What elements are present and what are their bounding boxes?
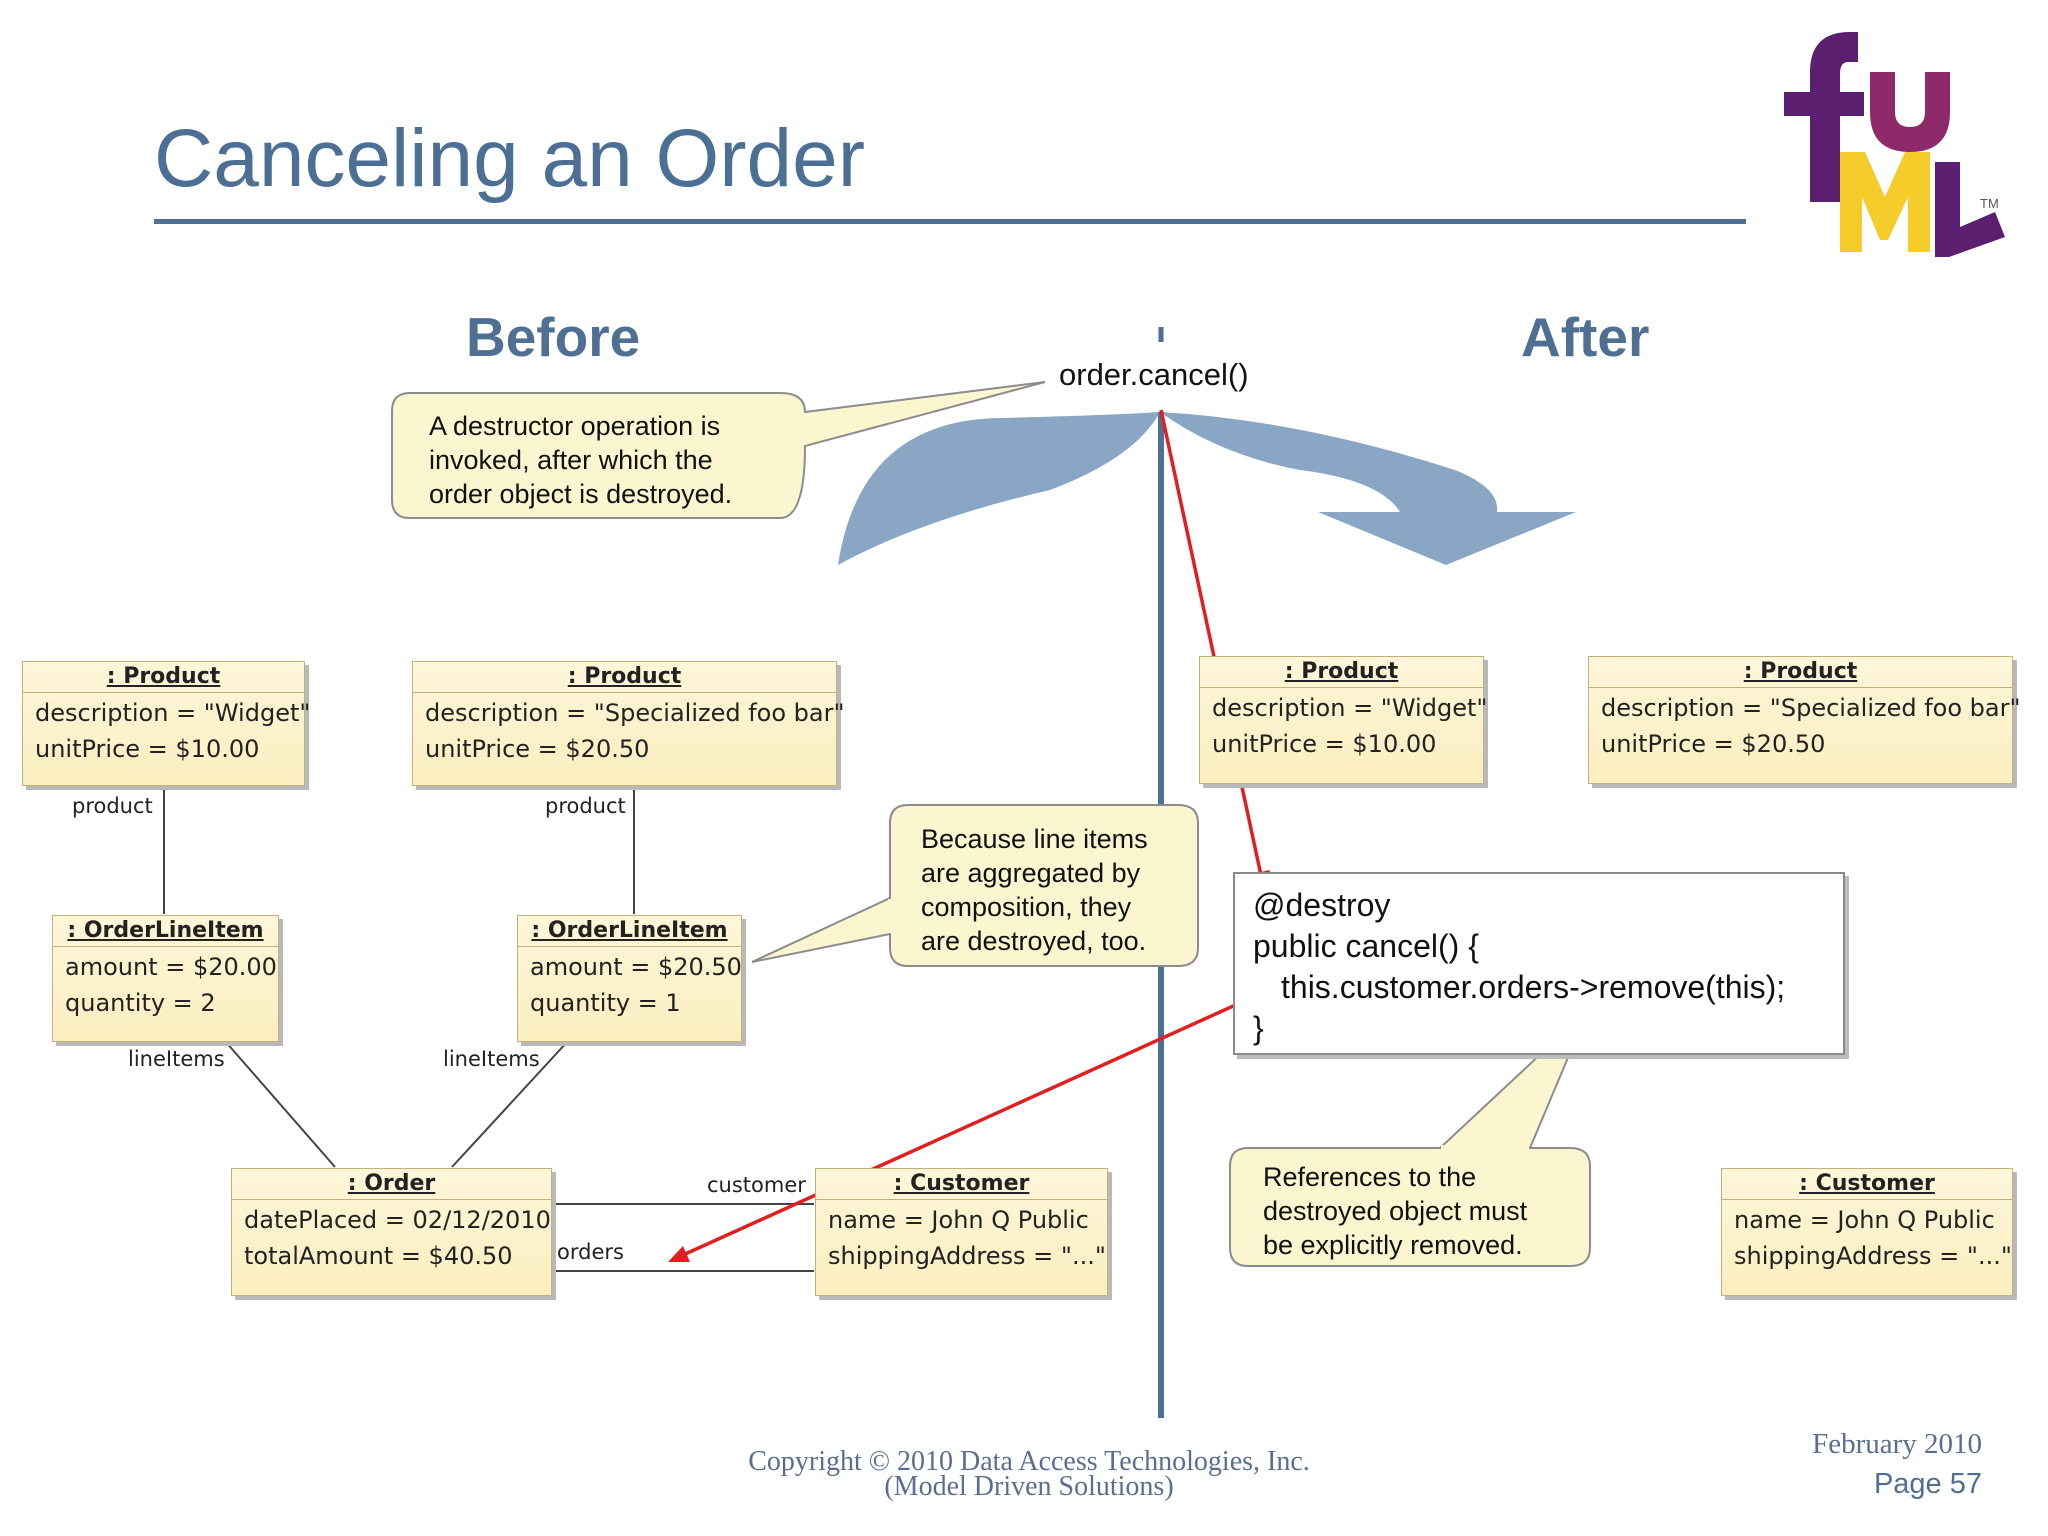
object-attribute: unitPrice = $10.00 [1212, 730, 1437, 758]
callout-lineitems-bubble [889, 804, 1199, 967]
object-header: : Product [23, 662, 304, 693]
after-product-specialized: : Product description = "Specialized foo… [1588, 656, 2021, 784]
object-attribute: name = John Q Public [1734, 1206, 1995, 1234]
object-attribute: description = "Specialized foo bar" [1601, 694, 2021, 722]
role-lineitems-right: lineItems [443, 1047, 540, 1071]
object-header: : Product [1589, 657, 2012, 688]
callout-lineitems-pointer [751, 896, 891, 963]
after-customer: : Customer name = John Q Public shipping… [1721, 1168, 2013, 1296]
object-header: : OrderLineItem [53, 916, 278, 947]
object-header: : Product [413, 662, 836, 693]
role-product-left: product [72, 794, 153, 818]
object-attribute: quantity = 2 [65, 989, 216, 1017]
code-line: public cancel() { [1253, 928, 1479, 964]
trace-arrow-to-code [1159, 409, 1264, 881]
after-heading: After [1521, 306, 1650, 368]
before-customer: : Customer name = John Q Public shipping… [815, 1168, 1108, 1296]
before-product-specialized: : Product description = "Specialized foo… [412, 661, 845, 786]
link-lineitem1-order [224, 1040, 336, 1168]
object-attribute: shippingAddress = "..." [828, 1242, 1106, 1270]
role-lineitems-left: lineItems [128, 1047, 225, 1071]
before-orderlineitem-2: : OrderLineItem amount = $20.50 quantity… [517, 915, 742, 1042]
role-customer: customer [707, 1173, 806, 1197]
before-product-widget: : Product description = "Widget" unitPri… [22, 661, 311, 786]
object-attribute: totalAmount = $40.50 [244, 1242, 513, 1270]
callout-references-bubble [1229, 1147, 1591, 1267]
after-product-widget: : Product description = "Widget" unitPri… [1199, 656, 1488, 784]
footer-copyright: Copyright © 2010 Data Access Technologie… [748, 1446, 1310, 1477]
code-line: @destroy [1253, 887, 1391, 923]
link-lineitem2-order [451, 1040, 569, 1168]
code-line: } [1253, 1010, 1264, 1046]
destroy-code-box: @destroy public cancel() { this.customer… [1233, 872, 1845, 1055]
role-orders: orders [557, 1240, 624, 1264]
callout-destructor-text: A destructor operation is invoked, after… [429, 411, 733, 509]
footer-company: (Model Driven Solutions) [884, 1471, 1174, 1502]
transition-arrow-left-wing [838, 412, 1160, 565]
before-orderlineitem-1: : OrderLineItem amount = $20.00 quantity… [52, 915, 279, 1042]
object-header: : Product [1200, 657, 1483, 688]
object-attribute: unitPrice = $10.00 [35, 735, 260, 763]
role-product-right: product [545, 794, 626, 818]
object-header: : Order [232, 1169, 551, 1200]
title-divider [154, 219, 1746, 224]
fuml-logo: TM [1784, 32, 2005, 257]
object-attribute: description = "Widget" [35, 699, 311, 727]
slide-title: Canceling an Order [154, 113, 866, 204]
object-attribute: unitPrice = $20.50 [1601, 730, 1826, 758]
object-attribute: unitPrice = $20.50 [425, 735, 650, 763]
object-attribute: datePlaced = 02/12/2010 [244, 1206, 551, 1234]
object-header: : Customer [1722, 1169, 2012, 1200]
object-attribute: name = John Q Public [828, 1206, 1089, 1234]
object-attribute: description = "Widget" [1212, 694, 1488, 722]
object-attribute: shippingAddress = "..." [1734, 1242, 2012, 1270]
object-attribute: quantity = 1 [530, 989, 681, 1017]
callout-lineitems-text: Because line items are aggregated by com… [921, 824, 1148, 956]
callout-destructor-bubble [391, 392, 806, 519]
object-attribute: amount = $20.00 [65, 953, 277, 981]
object-attribute: description = "Specialized foo bar" [425, 699, 845, 727]
object-attribute: amount = $20.50 [530, 953, 742, 981]
trace-arrow-to-orders [671, 991, 1263, 1262]
trademark-mark: TM [1980, 196, 1999, 211]
object-header: : OrderLineItem [518, 916, 741, 947]
footer-page-number: Page 57 [1873, 1468, 1982, 1500]
transition-arrow-head [1160, 412, 1576, 565]
code-line: this.customer.orders->remove(this); [1281, 969, 1786, 1005]
object-header: : Customer [816, 1169, 1107, 1200]
operation-label: order.cancel() [1059, 357, 1249, 392]
footer-date: February 2010 [1812, 1428, 1982, 1460]
before-heading: Before [466, 306, 641, 368]
before-order: : Order datePlaced = 02/12/2010 totalAmo… [231, 1168, 552, 1296]
callout-references-text: References to the destroyed object must … [1263, 1162, 1528, 1260]
